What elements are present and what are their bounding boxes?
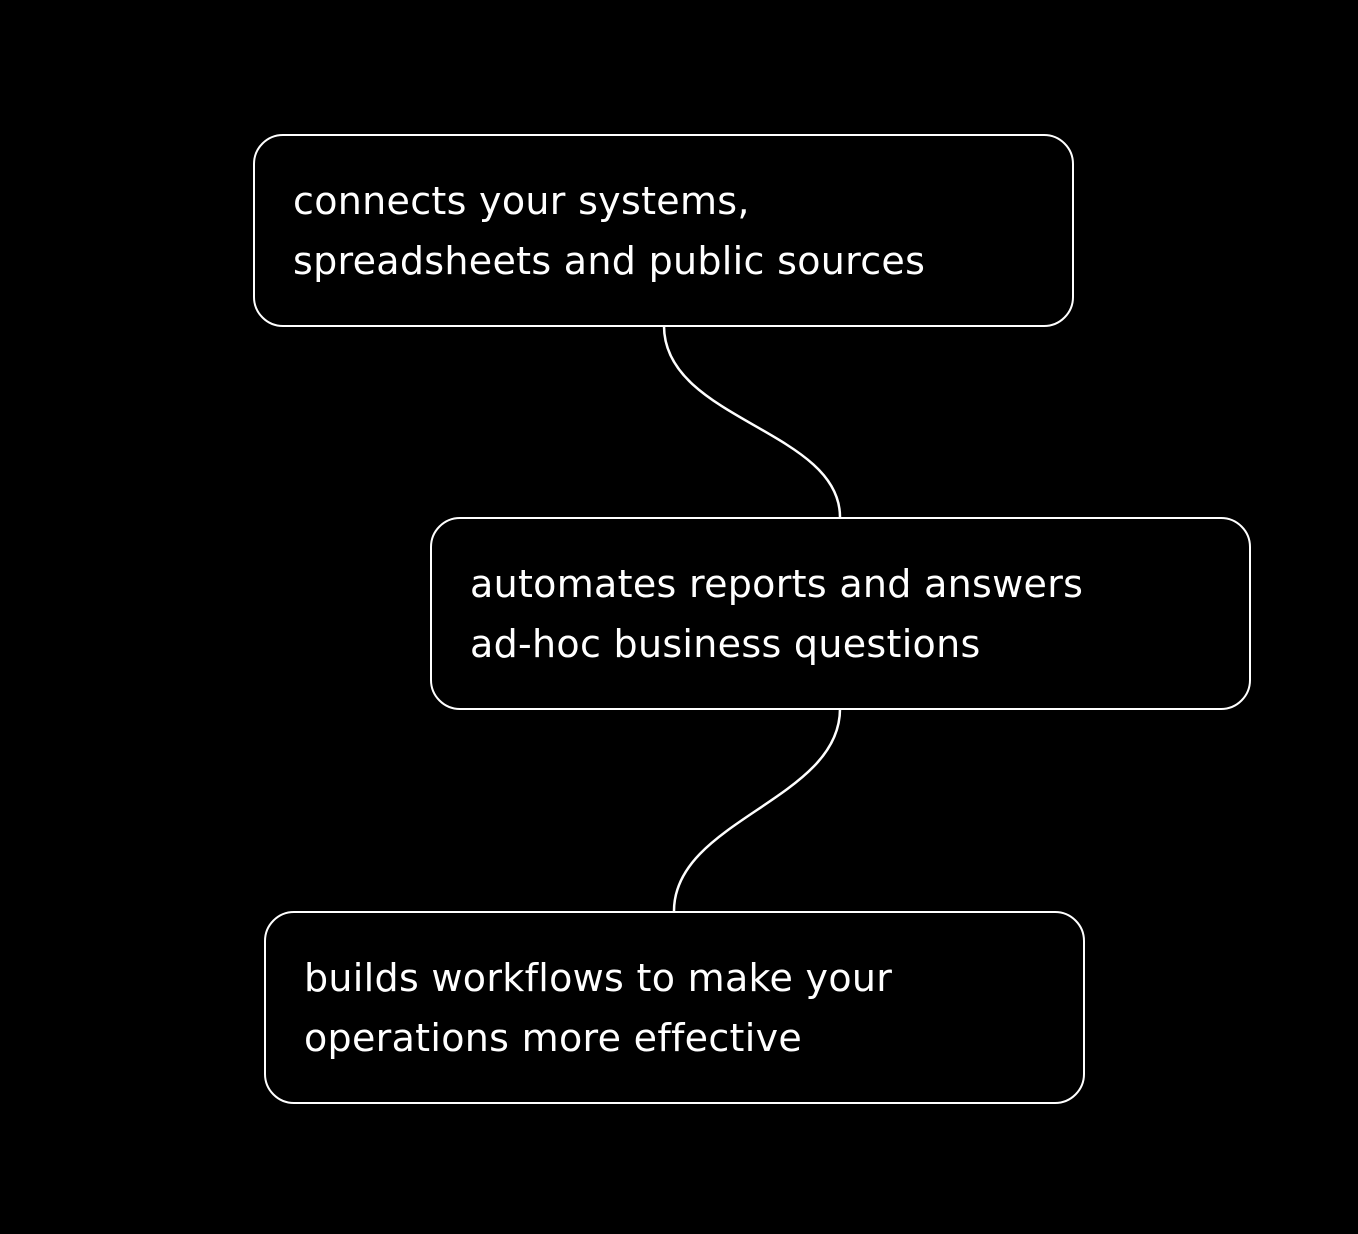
- step-box-connects: connects your systems, spreadsheets and …: [253, 134, 1074, 327]
- step-1-line-1: connects your systems,: [293, 178, 750, 223]
- connector-step-2-to-step-3: [672, 708, 842, 912]
- step-1-line-2: spreadsheets and public sources: [293, 238, 926, 283]
- connector-step-1-to-step-2: [662, 325, 842, 518]
- step-3-line-2: operations more effective: [304, 1015, 803, 1060]
- step-box-builds: builds workflows to make your operations…: [264, 911, 1085, 1104]
- step-3-line-1: builds workflows to make your: [304, 955, 893, 1000]
- step-box-automates: automates reports and answers ad-hoc bus…: [430, 517, 1251, 710]
- step-2-line-2: ad-hoc business questions: [470, 621, 981, 666]
- step-2-line-1: automates reports and answers: [470, 561, 1084, 606]
